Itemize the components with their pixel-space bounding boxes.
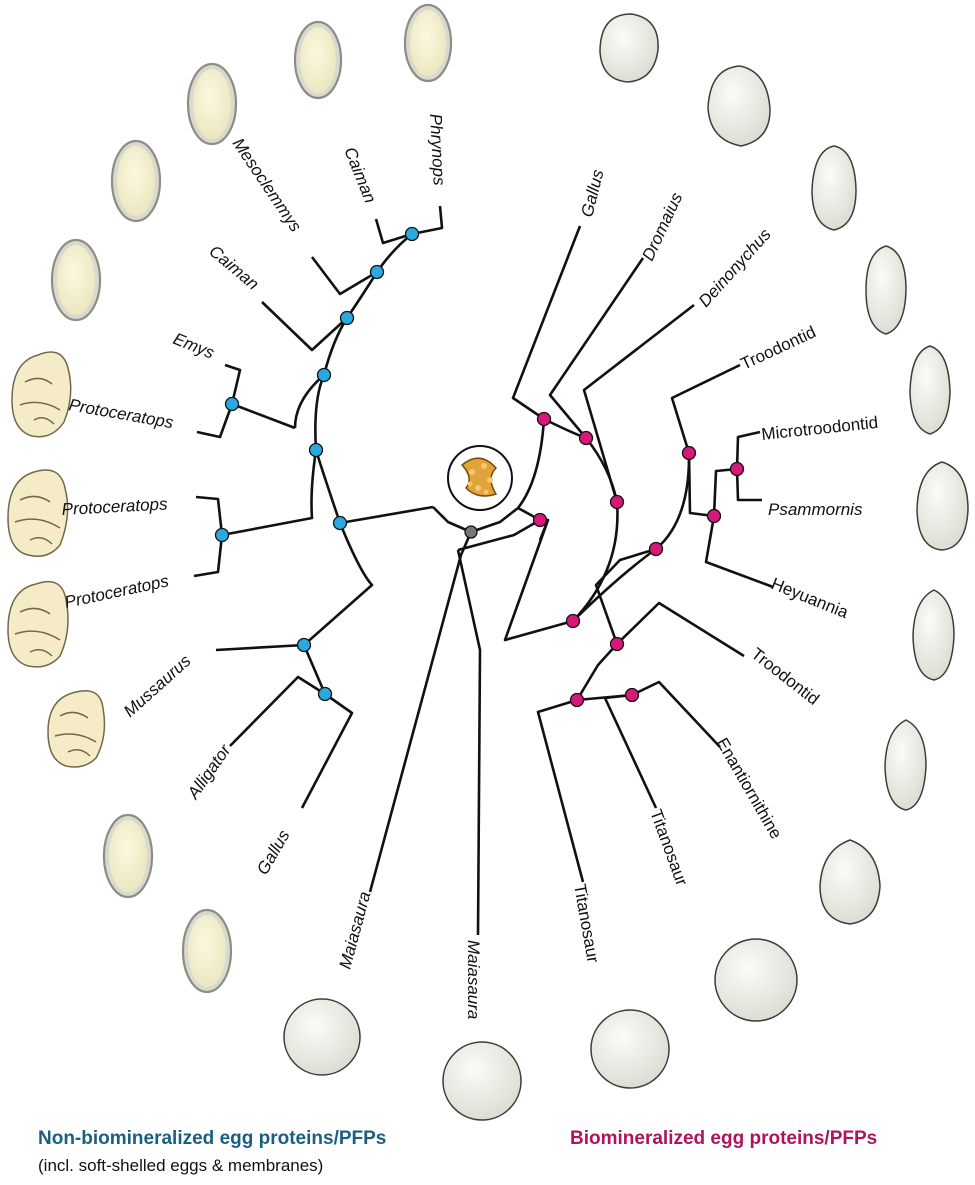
- taxon-label: Alligator: [183, 740, 235, 803]
- node-root: [464, 525, 478, 539]
- node-blue: [317, 686, 333, 702]
- taxon-label: Dromaius: [638, 189, 686, 263]
- hard-egg-icon: [916, 461, 969, 551]
- taxon-label: Protoceratops: [61, 494, 168, 519]
- taxon-label: Gallus: [253, 826, 294, 878]
- round-egg-icon: [283, 998, 361, 1076]
- node-blue: [404, 226, 420, 242]
- taxon-label: Microtroodontid: [760, 413, 879, 444]
- node-magenta: [569, 692, 585, 708]
- magenta-nodes: [532, 411, 745, 708]
- hard-egg-icon: [865, 245, 907, 335]
- taxon-label: Troodontid: [738, 322, 819, 373]
- node-blue: [224, 396, 240, 412]
- hard-egg-icon: [884, 719, 927, 811]
- node-magenta: [565, 613, 581, 629]
- node-magenta: [681, 445, 697, 461]
- legend-title-biomineralized: Biomineralized egg proteins/PFPs: [570, 1128, 878, 1149]
- round-egg-icon: [714, 938, 798, 1022]
- legend-subtitle: (incl. soft-shelled eggs & membranes): [38, 1156, 324, 1175]
- taxon-label: Caiman: [340, 144, 380, 205]
- soft-egg-icon: [102, 813, 154, 899]
- node-blue: [339, 310, 355, 326]
- node-magenta: [609, 636, 625, 652]
- node-magenta: [648, 541, 664, 557]
- node-blue: [308, 442, 324, 458]
- legend-non-biomineralized: Non-biomineralized egg proteins/PFPs (in…: [38, 1128, 386, 1176]
- taxon-label: Maiasaura: [464, 940, 483, 1019]
- soft-egg-icon: [50, 238, 102, 322]
- node-blue: [296, 637, 312, 653]
- node-magenta: [578, 430, 594, 446]
- taxon-label: Mesoclemmys: [229, 135, 306, 236]
- node-magenta: [609, 494, 625, 510]
- node-magenta: [536, 411, 552, 427]
- taxon-label: Emys: [171, 329, 218, 363]
- taxon-label: Protoceratops: [67, 395, 175, 432]
- legend-title-non-biomineralized: Non-biomineralized egg proteins/PFPs: [38, 1128, 387, 1149]
- branch-root-right: [470, 506, 519, 534]
- taxon-label: Deinonychus: [695, 225, 775, 311]
- node-magenta: [624, 687, 640, 703]
- hard-egg-icon: [819, 839, 881, 925]
- hard-eggs: [599, 13, 969, 925]
- embryo-egg-icon: [7, 580, 69, 668]
- soft-egg-icon: [293, 20, 343, 100]
- taxon-label: Gallus: [577, 167, 607, 219]
- taxon-label: Psammornis: [768, 500, 863, 519]
- branch-left-basal: [339, 505, 434, 525]
- hard-egg-icon: [909, 345, 951, 435]
- hard-egg-icon: [811, 145, 857, 231]
- soft-egg-icon: [181, 908, 233, 994]
- taxon-label: Maiasaura: [336, 889, 375, 971]
- node-magenta: [729, 461, 745, 477]
- node-magenta: [532, 512, 548, 528]
- taxon-labels: Phrynops Caiman Mesoclemmys Caiman Emys …: [61, 113, 879, 1019]
- round-egg-icon: [590, 1009, 670, 1089]
- round-egg-icon: [442, 1041, 522, 1121]
- taxon-label: Enantiornithine: [713, 735, 786, 843]
- taxon-label: Protoceratops: [63, 571, 171, 612]
- node-magenta: [706, 508, 722, 524]
- soft-eggs: [50, 3, 453, 994]
- taxon-label: Mussaurus: [120, 651, 195, 721]
- legend-biomineralized: Biomineralized egg proteins/PFPs: [570, 1128, 877, 1150]
- hard-egg-icon: [707, 65, 771, 147]
- taxon-label: Heyuannia: [769, 574, 852, 622]
- soft-egg-icon: [110, 139, 162, 223]
- taxon-label: Troodontid: [748, 644, 823, 709]
- embryo-egg-icon: [11, 351, 72, 438]
- tree-branches: [193, 205, 774, 936]
- taxon-label: Titanosaur: [646, 807, 691, 889]
- node-blue: [316, 367, 332, 383]
- node-blue: [214, 527, 230, 543]
- round-eggs: [283, 938, 798, 1121]
- hard-egg-icon: [599, 13, 659, 83]
- soft-egg-icon: [186, 62, 238, 146]
- blue-nodes: [214, 226, 420, 702]
- node-blue: [332, 515, 348, 531]
- branch-root: [432, 506, 472, 534]
- embryo-egg-icon: [7, 469, 69, 557]
- embryo-eggs: [7, 351, 106, 768]
- node-blue: [369, 264, 385, 280]
- embryo-egg-icon: [47, 690, 106, 768]
- taxon-label: Titanosaur: [570, 882, 603, 964]
- soft-egg-icon: [403, 3, 453, 83]
- taxon-label: Phrynops: [426, 113, 449, 186]
- taxon-label: Caiman: [205, 242, 262, 294]
- hard-egg-icon: [912, 589, 955, 681]
- protein-fossil-icon: [447, 445, 513, 511]
